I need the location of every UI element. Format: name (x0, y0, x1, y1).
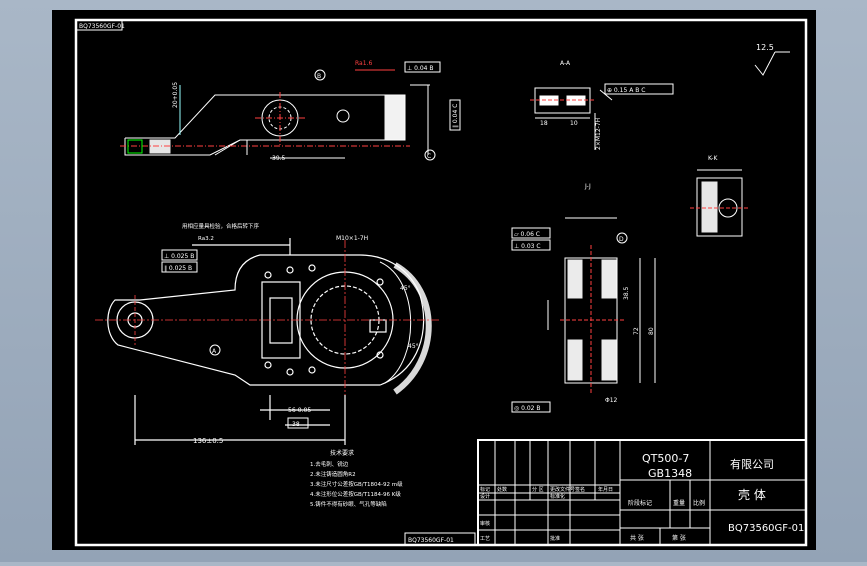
stamp-box-bottom (404, 532, 476, 546)
tol-frame-flat1 (511, 227, 551, 239)
tol-flat1-text: ▱ 0.06 C (514, 231, 540, 238)
datum-label-c: C (427, 153, 431, 160)
tol-frame-perp (404, 61, 441, 73)
col-header-6: 年月日 (598, 486, 613, 493)
hole-note: 用相应量具检验，合格后转下序 (182, 222, 260, 230)
front-view (95, 238, 440, 445)
datum-circle-c (424, 149, 436, 161)
tol-flat3-text: ◎ 0.02 B (514, 405, 541, 412)
datum-circle-b (314, 69, 326, 81)
row-label-design: 设计 (480, 493, 490, 500)
section-k (690, 169, 748, 237)
note-1: 1.去毛刺、锐边 (310, 460, 349, 468)
tol-left2-text: ∥ 0.025 B (164, 265, 192, 272)
note-2: 2.未注铸造圆角R2 (310, 470, 356, 478)
tol-frame-pos (604, 83, 674, 95)
tol-par-text: ∥ 0.04 C (452, 104, 459, 128)
dim-18: 18 (540, 120, 548, 127)
drawing-sheet (52, 10, 816, 550)
datum-label-b: B (317, 73, 321, 80)
section-a-label: A-A (560, 60, 571, 67)
company-name: 有限公司 (730, 457, 774, 471)
hole-label-2: M10×1-7H (336, 235, 368, 242)
col-header-3: 分 区 (532, 486, 544, 493)
dim-38h: 38.5 (623, 286, 630, 300)
datum-circle-a (209, 344, 221, 356)
stamp-top-text: BQ73560GF-01 (79, 23, 125, 30)
dim-38: 38 (292, 421, 300, 428)
title-block (477, 439, 807, 546)
hole-label: 2×M12-7H (595, 118, 602, 150)
row-label-review: 审核 (480, 520, 490, 527)
approve-label: 批准 (550, 535, 560, 542)
stage-header-3: 比例 (693, 499, 705, 507)
stamp-bottom-text: BQ73560GF-01 (408, 537, 454, 544)
std-label: 标准化 (550, 493, 565, 500)
datum-circle-d (616, 232, 628, 244)
part-name: 壳 体 (738, 488, 766, 502)
col-header-2: 处数 (497, 486, 507, 493)
dim-80: 80 (648, 327, 655, 335)
material-1: QT500-7 (642, 452, 689, 465)
notes-title: 技术要求 (330, 449, 354, 457)
angle-bottom: 45° (408, 343, 419, 350)
tol-frame-par (449, 99, 461, 131)
tol-perp-text: ⊥ 0.04 B (407, 65, 434, 72)
sheets-total: 共 张 (630, 534, 644, 542)
dim-total: 136±0.5 (193, 437, 223, 445)
section-k-label: K-K (708, 155, 718, 162)
drawing-number: BQ73560GF-01 (728, 523, 804, 534)
dim-20: 20+0.05 (172, 82, 179, 108)
sheet-number: 第 张 (672, 534, 686, 542)
datum-label-d: D (619, 236, 624, 243)
dim-10: 10 (570, 120, 578, 127)
tol-left1-text: ⊥ 0.025 B (164, 253, 194, 260)
side-view (120, 69, 430, 159)
stage-header-2: 重量 (673, 499, 685, 507)
datum-label-a: A (212, 348, 217, 355)
dim-39: 39.5 (272, 155, 286, 162)
tol-flat2-text: ⊥ 0.03 C (514, 243, 541, 250)
roughness-value: 12.5 (756, 43, 774, 52)
section-a (530, 87, 613, 150)
dim-12: Φ12 (605, 397, 618, 404)
stamp-box-top (75, 19, 123, 31)
material-2: GB1348 (648, 467, 692, 480)
tol-frame-left2 (161, 261, 198, 273)
note-4: 4.未注形位公差按GB/T1184-96 K级 (310, 490, 401, 498)
roughness-symbol (754, 51, 790, 76)
dim-56: 56-0.05 (288, 407, 311, 414)
note-5: 5.铸件不得有砂眼、气孔等缺陷 (310, 500, 387, 508)
tol-frame-left1 (161, 249, 198, 261)
dim-box-38 (287, 417, 309, 429)
col-header-1: 标记 (480, 486, 490, 493)
dim-72: 72 (633, 327, 640, 335)
row-label-process: 工艺 (480, 536, 490, 542)
section-j-label: J-J (584, 183, 591, 190)
tol-frame-flat2 (511, 239, 551, 251)
col-header-5: 签名 (575, 486, 585, 493)
col-header-4: 更改文件号 (550, 486, 575, 493)
stage-header-1: 阶段标记 (628, 499, 652, 507)
angle-top: 45° (400, 285, 411, 292)
roughness-note: Ra3.2 (198, 236, 214, 242)
tol-frame-flat3 (511, 401, 551, 413)
tol-pos-text: ⊕ 0.15 A B C (607, 87, 645, 94)
note-3: 3.未注尺寸公差按GB/T1804-92 m级 (310, 480, 403, 488)
red-roughness-note: Ra1.6 (355, 60, 372, 67)
section-j (547, 217, 656, 395)
